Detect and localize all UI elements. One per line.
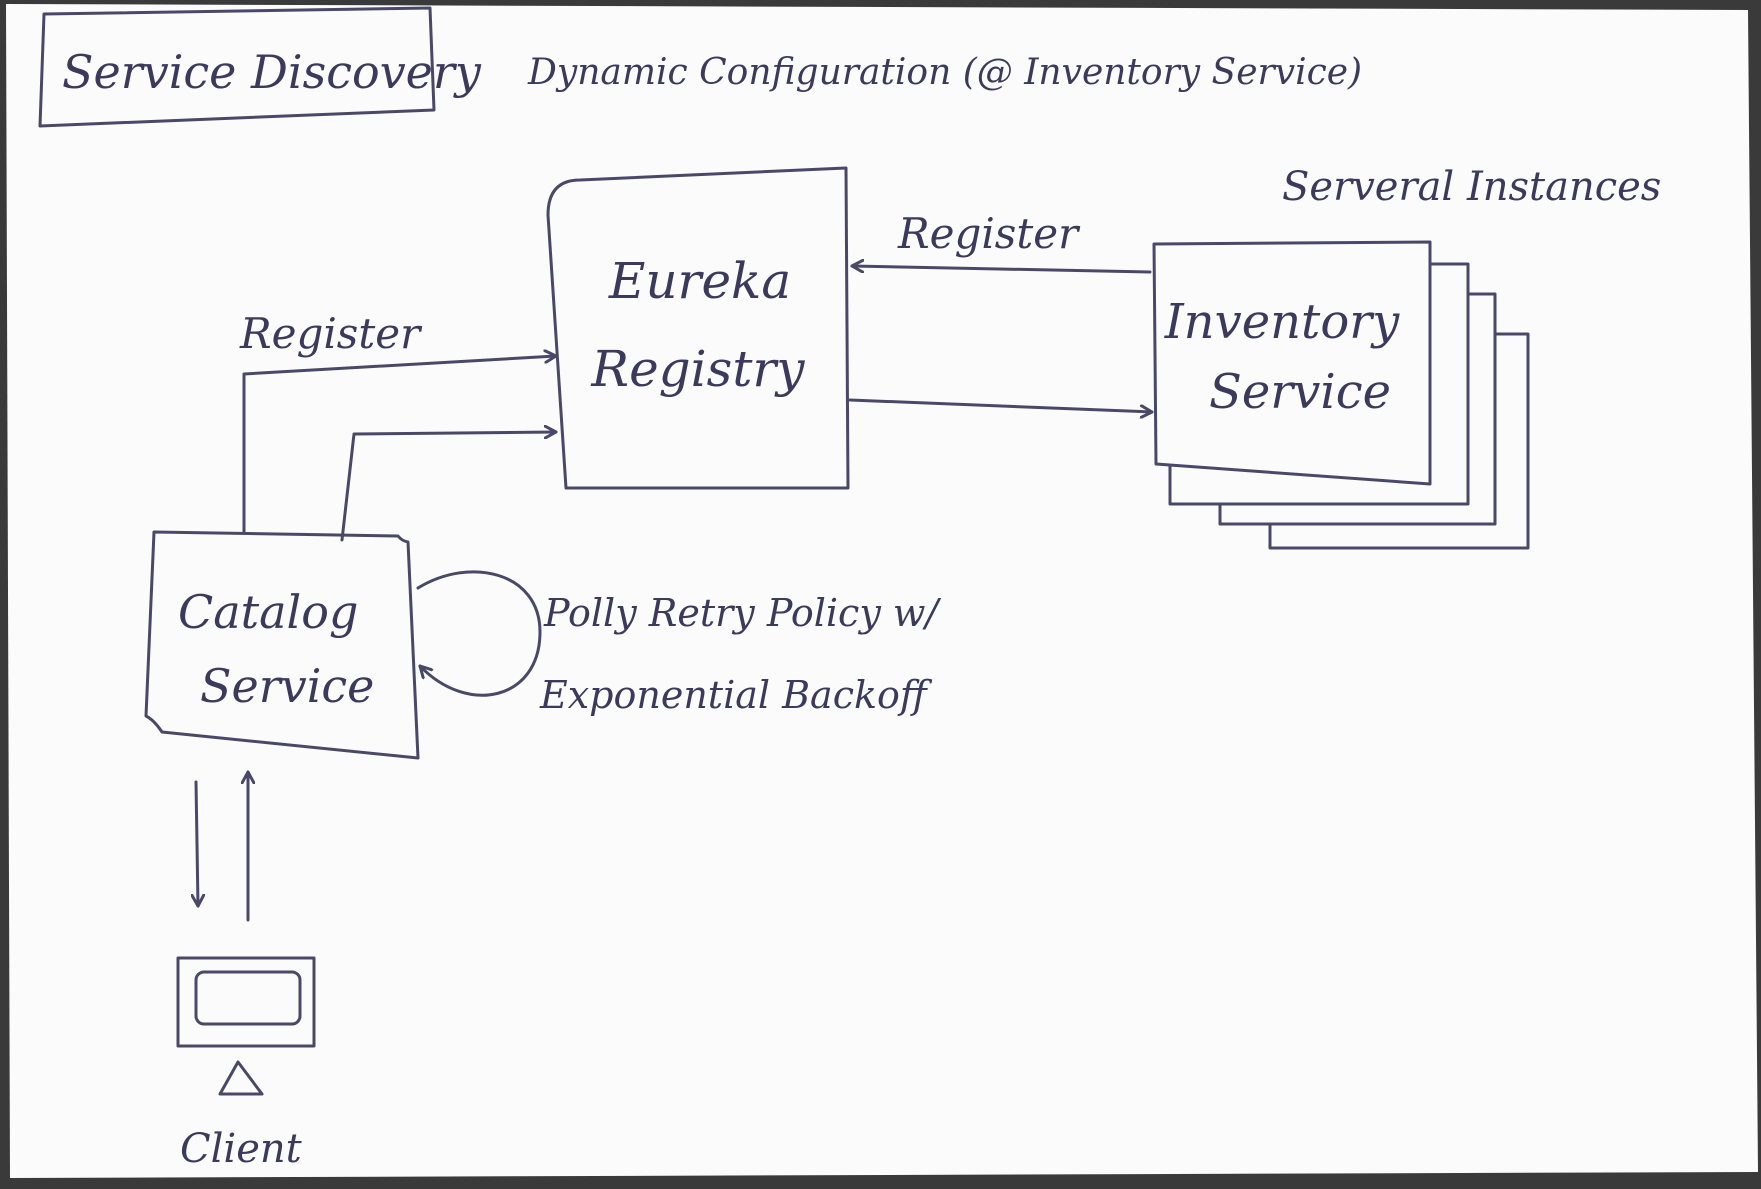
inventory-register-label: Register	[897, 209, 1081, 258]
eureka-registry-box	[546, 166, 850, 490]
title-box	[38, 6, 436, 128]
inventory-label-line2: Service	[1209, 364, 1391, 420]
catalog-service-box	[144, 530, 420, 760]
eureka-label-line2: Registry	[590, 340, 805, 398]
catalog-register-label: Register	[239, 309, 423, 358]
diagram-subtitle: Dynamic Configuration (@ Inventory Servi…	[527, 52, 1362, 93]
retry-self-loop	[416, 570, 542, 697]
eureka-label-line1: Eureka	[608, 252, 791, 310]
several-instances-note: Serveral Instances	[1282, 164, 1661, 210]
inventory-label-line1: Inventory	[1164, 294, 1400, 350]
client-label: Client	[180, 1126, 303, 1172]
inventory-service-box	[1152, 240, 1432, 486]
retry-policy-line1: Polly Retry Policy w/	[543, 591, 941, 635]
catalog-to-client-arrow	[196, 780, 198, 908]
catalog-register-arrow-1	[242, 356, 558, 534]
retry-policy-line2: Exponential Backoff	[539, 673, 933, 717]
client-computer-icon	[176, 956, 316, 1096]
catalog-register-arrow-2	[340, 432, 558, 542]
catalog-label-line1: Catalog	[178, 585, 358, 639]
catalog-label-line2: Service	[200, 659, 374, 713]
inventory-register-arrow	[850, 266, 1152, 274]
eureka-to-inventory-arrow	[848, 398, 1154, 412]
diagram-title: Service Discovery	[62, 45, 482, 99]
